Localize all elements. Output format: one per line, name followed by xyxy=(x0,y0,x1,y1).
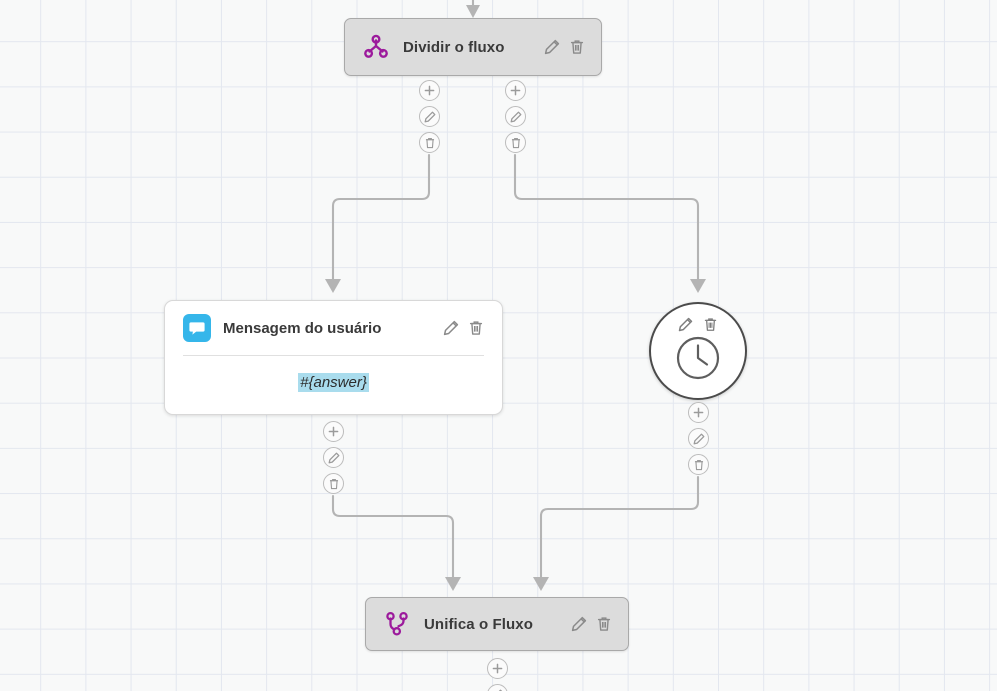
trash-icon[interactable] xyxy=(505,132,526,153)
message-token[interactable]: #{answer} xyxy=(298,372,369,392)
card-body: #{answer} xyxy=(165,356,502,408)
plus-icon[interactable] xyxy=(505,80,526,101)
chat-bubble-icon xyxy=(183,314,211,342)
node-mensagem-do-usuario[interactable]: Mensagem do usuário xyxy=(164,300,503,415)
node-tools xyxy=(553,616,612,632)
node-tools xyxy=(526,39,585,55)
pencil-icon[interactable] xyxy=(323,447,344,468)
connector-split-to-delay xyxy=(513,153,706,293)
node-unifica-o-fluxo[interactable]: Unifica o Fluxo xyxy=(365,597,629,651)
pencil-icon[interactable] xyxy=(571,616,587,632)
clock-icon xyxy=(675,335,721,386)
button-stack-merge-out[interactable] xyxy=(487,658,508,691)
connector-into-split xyxy=(466,0,480,18)
plus-icon[interactable] xyxy=(688,402,709,423)
card-header: Mensagem do usuário xyxy=(165,301,502,355)
pencil-icon[interactable] xyxy=(419,106,440,127)
trash-icon[interactable] xyxy=(419,132,440,153)
pencil-icon[interactable] xyxy=(487,684,508,691)
connector-split-to-message xyxy=(325,153,431,293)
trash-icon[interactable] xyxy=(703,317,718,332)
trash-icon[interactable] xyxy=(323,473,344,494)
button-stack-message-out[interactable] xyxy=(323,421,344,494)
node-tools xyxy=(425,320,484,336)
node-title: Mensagem do usuário xyxy=(223,319,382,337)
node-title: Unifica o Fluxo xyxy=(424,615,534,633)
node-delay-clock[interactable] xyxy=(649,302,747,400)
pencil-icon[interactable] xyxy=(678,317,693,332)
button-stack-split-right[interactable] xyxy=(505,80,526,153)
trash-icon[interactable] xyxy=(688,454,709,475)
button-stack-split-left[interactable] xyxy=(419,80,440,153)
plus-icon[interactable] xyxy=(419,80,440,101)
merge-flow-icon xyxy=(382,609,412,639)
node-tools xyxy=(678,317,718,332)
node-dividir-o-fluxo[interactable]: Dividir o fluxo xyxy=(344,18,602,76)
node-title: Dividir o fluxo xyxy=(403,38,505,56)
pencil-icon[interactable] xyxy=(505,106,526,127)
plus-icon[interactable] xyxy=(487,658,508,679)
button-stack-delay-out[interactable] xyxy=(688,402,709,475)
plus-icon[interactable] xyxy=(323,421,344,442)
trash-icon[interactable] xyxy=(596,616,612,632)
pencil-icon[interactable] xyxy=(544,39,560,55)
trash-icon[interactable] xyxy=(569,39,585,55)
split-flow-icon xyxy=(361,32,391,62)
connector-message-to-merge xyxy=(331,494,461,591)
connector-delay-to-merge xyxy=(533,475,700,591)
card-divider xyxy=(183,355,484,356)
trash-icon[interactable] xyxy=(468,320,484,336)
pencil-icon[interactable] xyxy=(688,428,709,449)
pencil-icon[interactable] xyxy=(443,320,459,336)
